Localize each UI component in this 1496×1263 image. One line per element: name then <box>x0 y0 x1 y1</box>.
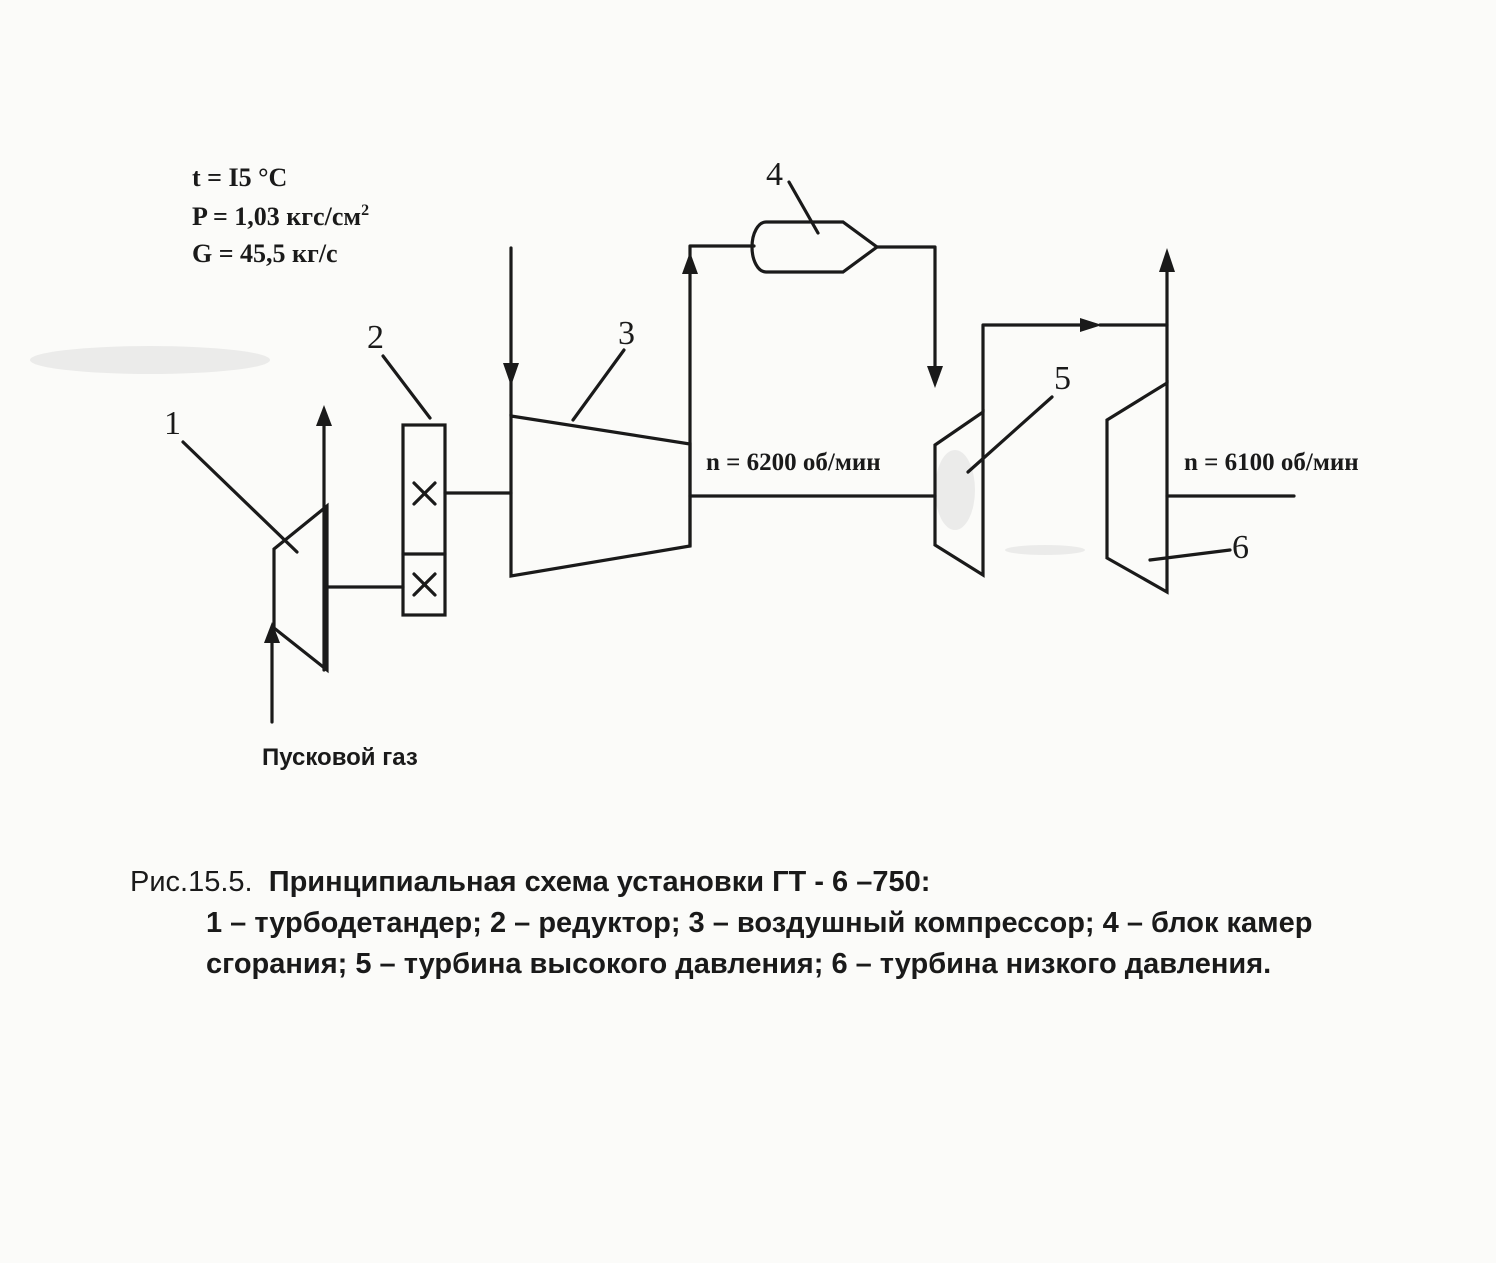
figure-caption: Рис.15.5. Принципиальная схема установки… <box>130 862 1430 985</box>
label-2: 2 <box>367 319 384 356</box>
compressor-shape <box>509 414 692 578</box>
caption-legend-line-2: сгорания; 5 – турбина высокого давления;… <box>206 948 1272 980</box>
lp-exhaust-arrow <box>1159 248 1175 272</box>
label-6: 6 <box>1232 529 1249 566</box>
scan-smudge <box>30 346 270 374</box>
turboexpander-shape <box>272 502 329 674</box>
label-5: 5 <box>1054 360 1071 397</box>
gearbox-shape <box>401 423 447 617</box>
scan-smudge <box>1005 545 1085 555</box>
label-4: 4 <box>766 156 783 193</box>
caption-legend-line-1: 1 – турбодетандер; 2 – редуктор; 3 – воз… <box>206 907 1313 939</box>
leader-line-2 <box>381 354 432 420</box>
flow-label: G = 45,5 кг/с <box>192 239 338 268</box>
hp-turbine-shape <box>933 408 985 578</box>
lp-turbine-shape <box>1105 380 1169 595</box>
compressed-air-line-top <box>688 244 756 270</box>
hp-exhaust-arrow <box>1080 318 1102 332</box>
temperature-label: t = I5 °C <box>192 163 287 192</box>
scan-smudge <box>935 450 975 530</box>
hp-shaft-speed: n = 6200 об/мин <box>706 449 881 476</box>
start-gas-inlet-arrow <box>264 622 280 643</box>
hot-gas-line <box>875 245 937 370</box>
label-3: 3 <box>618 315 635 352</box>
leader-line-3 <box>571 348 626 422</box>
gearbox-gear-upper <box>412 481 437 506</box>
pressure-label: P = 1,03 кгс/см2 <box>192 202 369 231</box>
caption-title: Принципиальная схема установки ГТ - 6 –7… <box>268 866 931 898</box>
leader-line-1 <box>181 440 299 554</box>
lp-shaft-speed: n = 6100 об/мин <box>1184 449 1359 476</box>
turboexpander-exhaust-arrow <box>316 405 332 426</box>
figure-number: Рис.15.5. <box>130 866 253 898</box>
leader-line-5 <box>966 395 1054 474</box>
label-1: 1 <box>164 405 181 442</box>
gearbox-gear-lower <box>412 572 437 597</box>
combustion-chamber-shape <box>750 220 880 274</box>
leader-line-6 <box>1148 548 1232 562</box>
start-gas-label: Пусковой газ <box>262 744 418 771</box>
leader-line-4 <box>787 180 820 235</box>
air-inlet-arrow <box>503 363 519 386</box>
hot-gas-arrow <box>927 366 943 388</box>
caption-title-line: Рис.15.5. Принципиальная схема установки… <box>130 862 1430 903</box>
hp-exhaust-line <box>981 323 1084 414</box>
